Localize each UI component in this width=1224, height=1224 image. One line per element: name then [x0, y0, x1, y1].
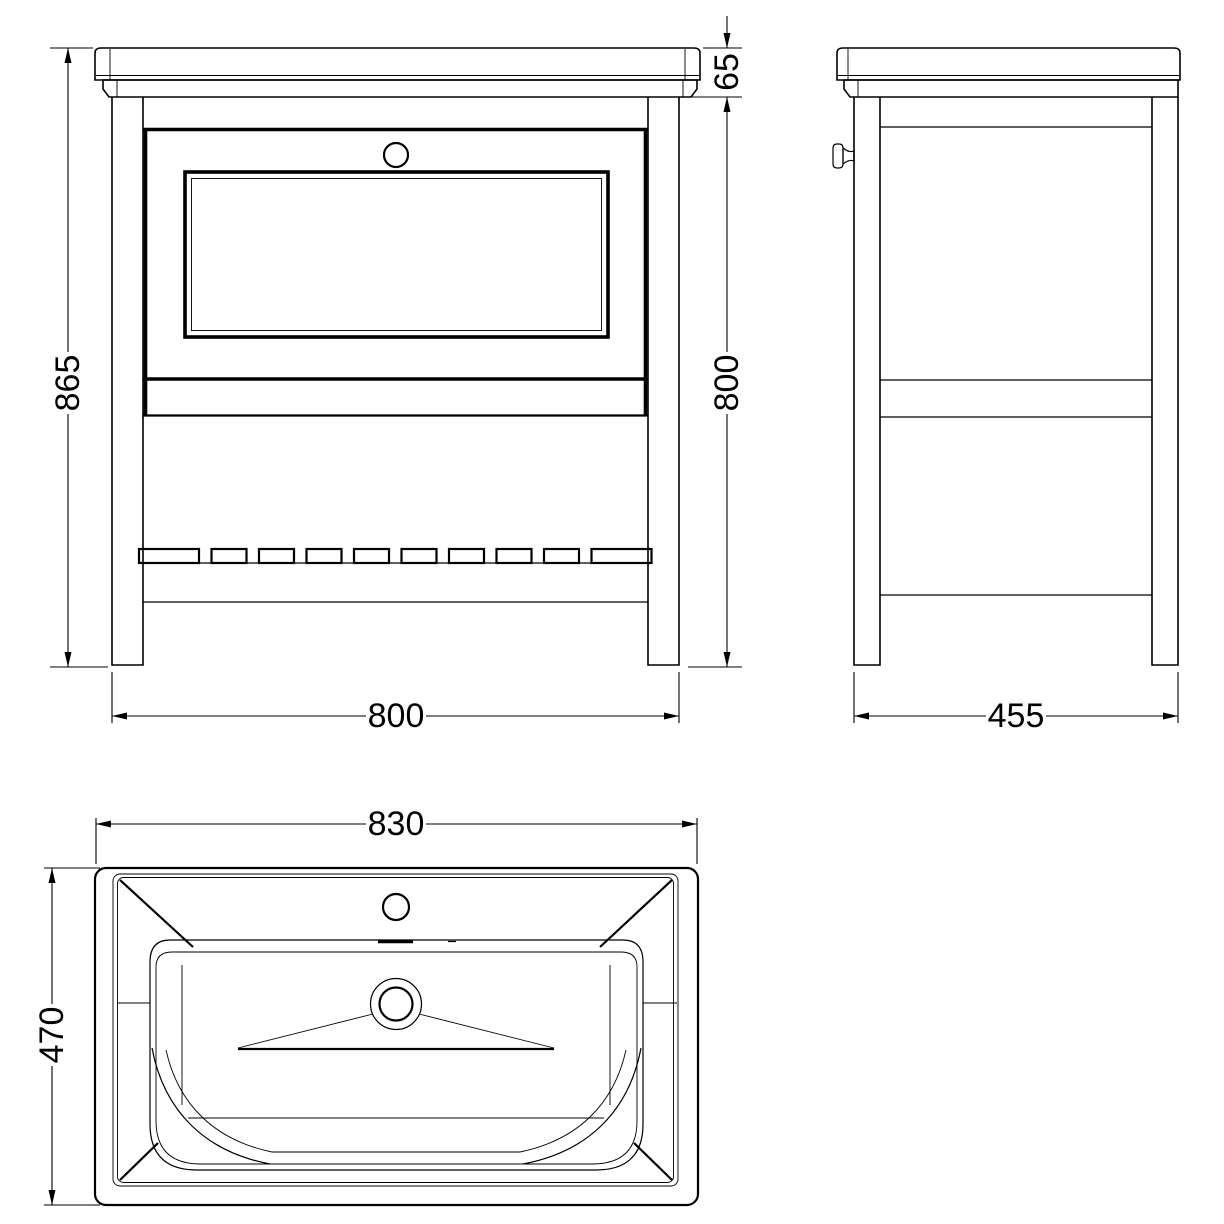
corner-diagonal-br	[633, 1142, 673, 1181]
dimension-worktop-height: 65	[688, 16, 746, 98]
bowl-apron-outer-left	[151, 1047, 271, 1165]
dim-label-65: 65	[708, 53, 746, 91]
dimension-cabinet-height: 800	[688, 97, 746, 668]
dimension-side-depth: 455	[853, 672, 1179, 735]
side-front-leg	[853, 97, 881, 666]
side-worktop-edge-band	[843, 79, 1179, 98]
dimension-basin-depth: 470	[33, 867, 100, 1206]
front-elevation-view	[94, 47, 701, 666]
tap-hole	[381, 892, 411, 922]
dim-label-865: 865	[49, 355, 87, 412]
worktop-edge-band	[102, 79, 698, 98]
waste-inner	[378, 986, 414, 1022]
drawer-panel-outer	[183, 170, 610, 339]
side-worktop-slab	[836, 47, 1181, 81]
dim-label-470: 470	[33, 1007, 71, 1064]
basin-outer-edge	[93, 866, 700, 1207]
bowl-rim-outer	[149, 939, 644, 1171]
bowl-rim-inner	[155, 951, 638, 1165]
dim-label-830: 830	[368, 805, 425, 843]
side-back-leg	[1151, 97, 1179, 666]
corner-diagonal-tl	[119, 879, 194, 948]
front-left-leg	[111, 97, 144, 666]
dimension-basin-width: 830	[95, 805, 698, 864]
waste-outer	[369, 977, 423, 1031]
shelf-slats	[137, 547, 653, 565]
dim-label-455: 455	[988, 697, 1045, 735]
dim-label-800-width: 800	[368, 697, 425, 735]
drawer-knob-profile	[832, 143, 844, 169]
basin-plan-view	[93, 866, 700, 1207]
drawer-knob-hole	[382, 141, 410, 169]
drawer-panel-inner	[191, 178, 602, 331]
front-right-leg	[647, 97, 680, 666]
corner-diagonal-bl	[119, 1142, 159, 1181]
corner-diagonal-tr	[599, 879, 673, 948]
dimension-front-width: 800	[111, 672, 680, 735]
drawer-knob-neck	[842, 146, 855, 166]
dimension-overall-height: 865	[49, 47, 108, 668]
side-elevation-view	[832, 47, 1181, 666]
worktop-slab	[94, 47, 701, 81]
bowl-apron-outer-right	[522, 1047, 642, 1165]
dim-label-800-height: 800	[708, 355, 746, 412]
dimensions: 865 65 800 800	[33, 16, 1179, 1206]
bowl-apron-inner	[165, 1049, 627, 1153]
